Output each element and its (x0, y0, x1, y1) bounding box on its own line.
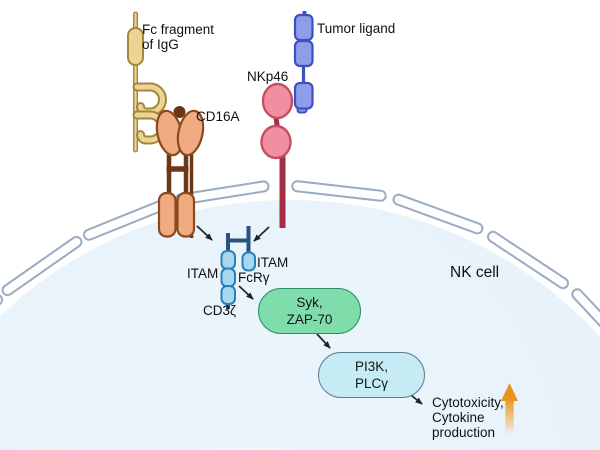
membrane-segment (290, 179, 388, 203)
membrane-segment (0, 291, 6, 371)
syk-zap70-node: Syk, ZAP-70 (258, 288, 361, 334)
membrane-segment (390, 191, 485, 237)
membrane-segment (485, 228, 572, 292)
membrane-segment (568, 286, 600, 365)
nkp46-label: NKp46 (247, 69, 289, 84)
fc-fragment-label: Fc fragment of IgG (142, 22, 215, 52)
pi3k-plcy-node: PI3K, PLCγ (318, 352, 425, 398)
pi3k-plcy-node-label: PI3K, PLCγ (354, 358, 389, 391)
itam-right-label: ITAM (257, 255, 289, 270)
membrane-segment (81, 195, 175, 243)
itam-left-label: ITAM (187, 266, 219, 281)
tumor-ligand-label: Tumor ligand (317, 21, 396, 36)
syk-zap70-node-label: Syk, ZAP-70 (286, 294, 333, 327)
cd16a-label: CD16A (196, 109, 240, 124)
membrane-segment (174, 179, 271, 207)
cd3-zeta-label: CD3ζ (203, 303, 236, 318)
nk-cell-label: NK cell (450, 264, 500, 281)
fcr-gamma-label: FcRγ (238, 270, 270, 285)
outcome-label: Cytotoxicity, Cytokine production (432, 395, 504, 440)
membrane-segment (0, 233, 85, 299)
